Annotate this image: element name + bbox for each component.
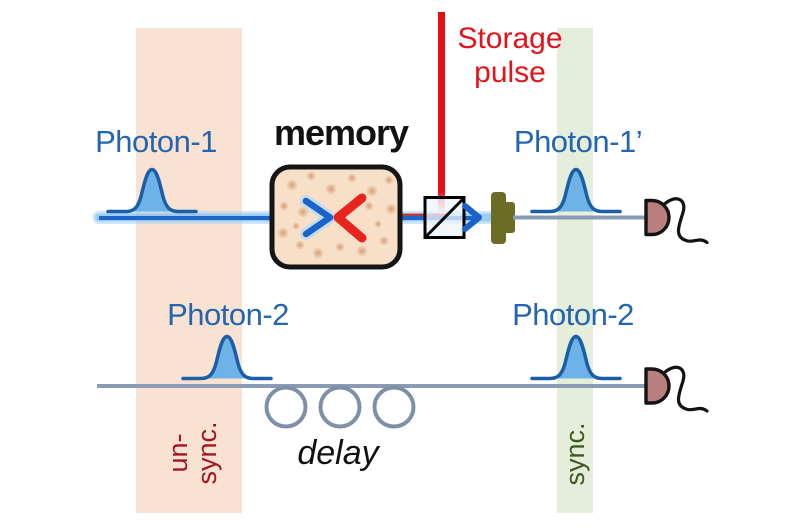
photon-1-prime-label: Photon-1’	[513, 124, 643, 159]
delay-label: delay	[297, 434, 379, 472]
detector-top-icon	[644, 197, 709, 245]
synchronized-time-band	[557, 28, 593, 513]
sync-label: sync.	[560, 422, 590, 486]
control-arrow-left-icon	[333, 193, 367, 243]
storage-pulse-label-line1: Storage	[457, 22, 563, 55]
memory-label: memory	[274, 112, 409, 153]
storage-pulse-label: Storage pulse	[446, 22, 574, 90]
photon1-pulse-icon	[106, 167, 198, 214]
photon2-left-pulse-icon	[181, 334, 273, 381]
unsync-label-line1: un-	[163, 433, 193, 473]
delay-coil-icons	[264, 385, 416, 429]
photon-arrow-right-icon	[302, 197, 334, 238]
beamsplitter-icon	[423, 196, 466, 239]
detector-bottom-icon	[644, 365, 709, 413]
storage-pulse-beam	[438, 12, 445, 212]
atomic-ensemble-speckles	[277, 171, 397, 259]
photon-1-label: Photon-1	[95, 124, 217, 159]
photon-2-right-label: Photon-2	[512, 297, 634, 332]
unsynchronized-time-band	[136, 28, 242, 513]
unsync-label-line2: sync.	[192, 421, 222, 485]
storage-pulse-label-line2: pulse	[474, 56, 546, 89]
unsync-label: un- sync.	[163, 395, 222, 511]
fiber-coupler-icon	[491, 192, 515, 244]
photon-2-left-label: Photon-2	[167, 297, 289, 332]
photon1-prime-pulse-icon	[530, 167, 622, 214]
memory-cell-icon	[269, 164, 403, 270]
output-arrow-icon	[462, 203, 482, 232]
photon2-right-pulse-icon	[530, 334, 622, 381]
